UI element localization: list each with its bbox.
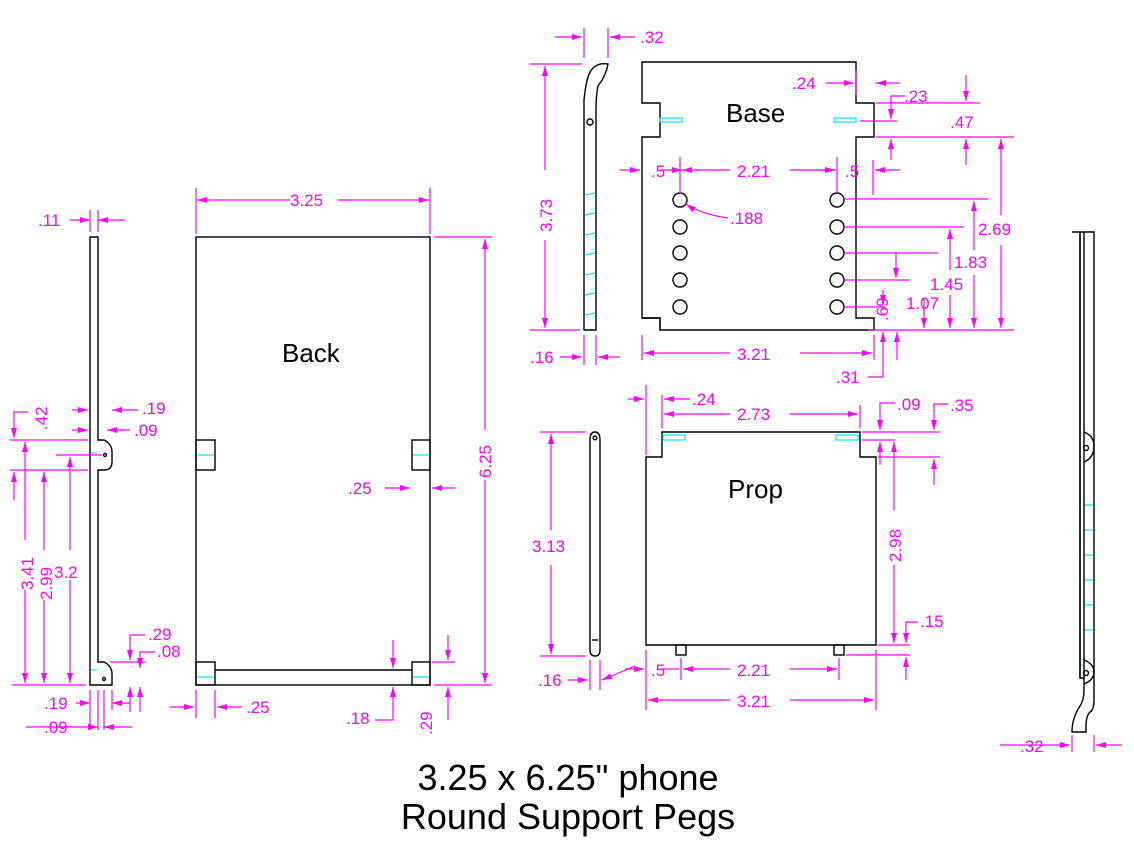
back-part: Back 3.25 6.25 .25 .25 .18 .29 bbox=[170, 188, 495, 735]
dim-left-09-bottom: .09 bbox=[44, 718, 68, 737]
dim-back-29: .29 bbox=[417, 711, 436, 735]
dim-left-19-top: .19 bbox=[142, 399, 166, 418]
left-side-view: .11 .42 .19 .09 3.41 2.99 3.2 .29 .08 .1… bbox=[10, 210, 181, 737]
prop-label: Prop bbox=[728, 474, 783, 504]
dim-base-5-right: .5 bbox=[845, 162, 859, 181]
drawing-title-line1: 3.25 x 6.25" phone bbox=[417, 757, 718, 798]
dim-prop-273: 2.73 bbox=[737, 405, 770, 424]
dim-base-269: 2.69 bbox=[978, 220, 1011, 239]
right-side-view: .32 bbox=[1000, 231, 1122, 756]
dim-base-69: .69 bbox=[873, 297, 892, 321]
dim-base-221: 2.21 bbox=[737, 162, 770, 181]
dim-base-5-left: .5 bbox=[651, 162, 665, 181]
dim-base-183: 1.83 bbox=[954, 253, 987, 272]
dim-left-11: .11 bbox=[38, 211, 60, 230]
dim-left-42: .42 bbox=[32, 406, 51, 430]
dim-base-24: .24 bbox=[792, 74, 816, 93]
dim-base-188: .188 bbox=[730, 209, 763, 228]
dim-prop-24: .24 bbox=[692, 390, 716, 409]
dim-left-19-bottom: .19 bbox=[44, 694, 68, 713]
dim-back-25-right: .25 bbox=[348, 479, 372, 498]
dim-left-29: .29 bbox=[148, 625, 172, 644]
dim-base-47: .47 bbox=[950, 113, 974, 132]
base-label: Base bbox=[726, 98, 785, 128]
dim-base-145: 1.45 bbox=[930, 275, 963, 294]
dim-prop-side-16: .16 bbox=[538, 671, 562, 690]
dim-base-31: .31 bbox=[836, 368, 860, 387]
base-part: Base .24 .23 .47 .5 2.21 .5 .188 2.69 1.… bbox=[620, 61, 1014, 387]
dim-prop-09: .09 bbox=[897, 395, 921, 414]
dim-prop-298: 2.98 bbox=[886, 529, 905, 562]
dim-prop-221: 2.21 bbox=[737, 661, 770, 680]
dim-left-08: .08 bbox=[157, 642, 181, 661]
dim-left-341: 3.41 bbox=[18, 557, 37, 590]
base-side-view: .32 3.73 .16 bbox=[530, 28, 664, 367]
dim-base-side-373: 3.73 bbox=[537, 199, 556, 232]
dim-base-side-16: .16 bbox=[530, 348, 554, 367]
dim-left-299: 2.99 bbox=[37, 567, 56, 600]
back-label: Back bbox=[282, 338, 341, 368]
dim-left-09-top: .09 bbox=[134, 421, 158, 440]
dim-base-321: 3.21 bbox=[737, 345, 770, 364]
dim-base-107: 1.07 bbox=[906, 294, 939, 313]
dim-prop-side-313: 3.13 bbox=[532, 537, 565, 556]
prop-part: Prop .24 2.73 .09 .35 2.98 .15 .5 2.21 3… bbox=[625, 385, 974, 711]
dim-prop-15: .15 bbox=[920, 612, 944, 631]
dim-base-23: .23 bbox=[904, 87, 928, 106]
drawing-title-line2: Round Support Pegs bbox=[401, 796, 735, 837]
dim-back-625: 6.25 bbox=[476, 445, 495, 478]
dim-base-side-32: .32 bbox=[640, 28, 664, 47]
dim-prop-5: .5 bbox=[651, 661, 665, 680]
dim-back-325: 3.25 bbox=[290, 191, 323, 210]
prop-side-view: 3.13 .16 bbox=[532, 431, 636, 690]
dim-right-32: .32 bbox=[1020, 737, 1044, 756]
dim-left-32: 3.2 bbox=[54, 563, 78, 582]
dim-prop-35: .35 bbox=[950, 396, 974, 415]
dim-back-18: .18 bbox=[346, 709, 370, 728]
dim-back-25-bottom: .25 bbox=[246, 698, 270, 717]
dim-prop-321: 3.21 bbox=[737, 692, 770, 711]
